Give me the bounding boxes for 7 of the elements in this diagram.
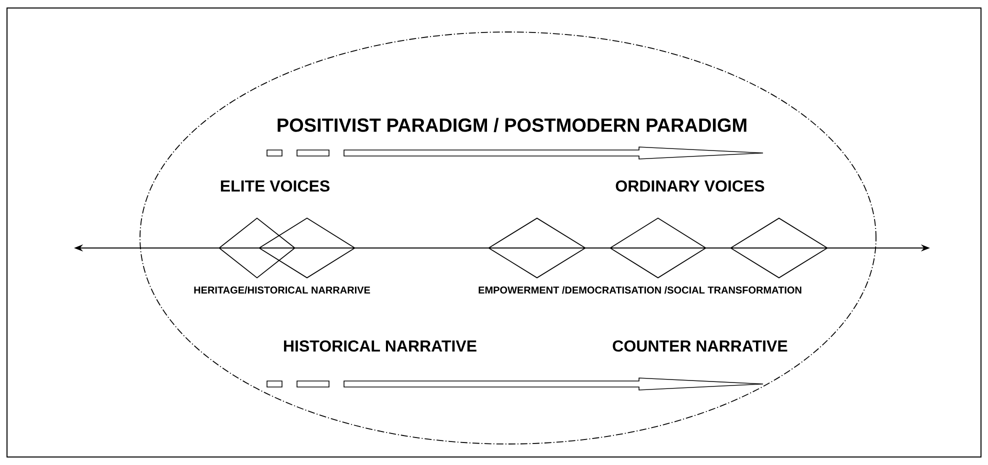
label: ORDINARY VOICES: [616, 180, 764, 192]
label: ELITE VOICES: [220, 180, 330, 192]
label: HISTORICAL NARRATIVE: [284, 340, 476, 352]
label: HERITAGE/HISTORICAL NARRARIVE: [194, 286, 370, 294]
label: EMPOWERMENT /DEMOCRATISATION /SOCIAL TRANSFORMATION: [478, 286, 802, 294]
label: COUNTER NARRATIVE: [612, 340, 788, 352]
heading: POSITIVIST PARADIGM / POSTMODERN PARADIGM: [278, 118, 746, 132]
